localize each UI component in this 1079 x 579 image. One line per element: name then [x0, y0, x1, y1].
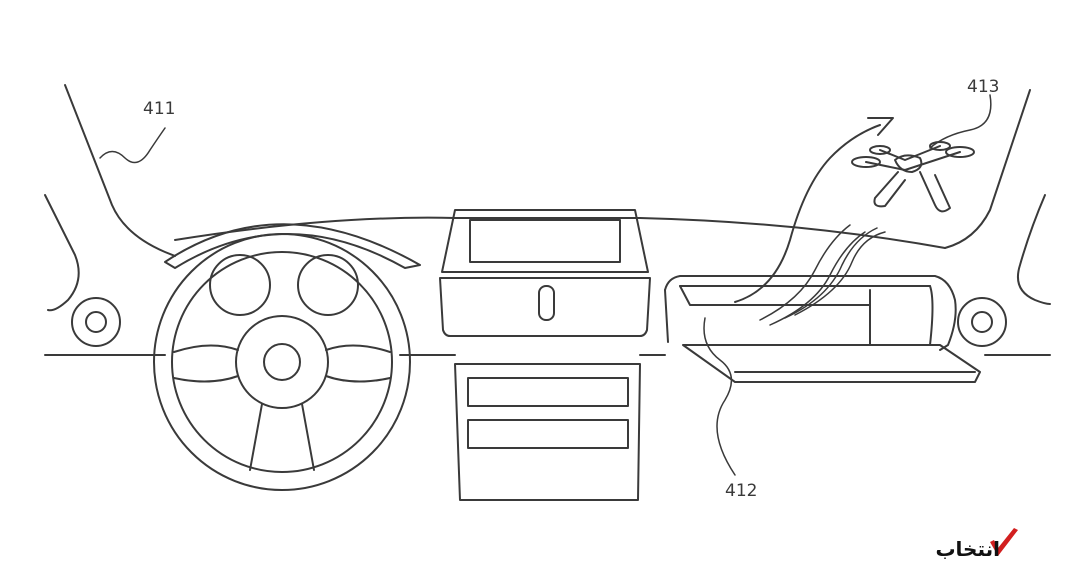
- glove-box: [664, 275, 981, 383]
- speaker-left: [71, 297, 121, 347]
- checkmark-icon: [990, 528, 1018, 556]
- steering-wheel: [153, 233, 411, 491]
- flight-path-arrow: [734, 117, 894, 303]
- dashboard-top-edge: [174, 216, 946, 249]
- speaker-right: [957, 297, 1007, 347]
- control-knob: [538, 285, 555, 321]
- watermark-text: انتخاب: [935, 537, 1000, 561]
- windshield-pillar-left: [44, 84, 176, 312]
- leader-411: [99, 127, 166, 164]
- ref-label-412: 412: [725, 481, 757, 501]
- vent-lower: [467, 419, 629, 449]
- leader-412: [703, 317, 736, 476]
- ref-label-413: 413: [967, 77, 999, 97]
- lower-console: [454, 363, 641, 501]
- watermark-logo: انتخاب: [935, 528, 1018, 561]
- center-console-panel: [439, 277, 651, 337]
- glove-box-lid: [682, 344, 981, 383]
- vent-upper: [467, 377, 629, 407]
- ref-label-411: 411: [143, 99, 175, 119]
- drone: [851, 141, 975, 213]
- gauge-right: [297, 254, 359, 316]
- center-display: [441, 209, 649, 273]
- leader-413: [929, 94, 992, 149]
- gauge-left: [209, 254, 271, 316]
- instrument-hood: [164, 223, 421, 269]
- air-flow-lines: [759, 224, 886, 326]
- windshield-pillar-right: [944, 89, 1051, 305]
